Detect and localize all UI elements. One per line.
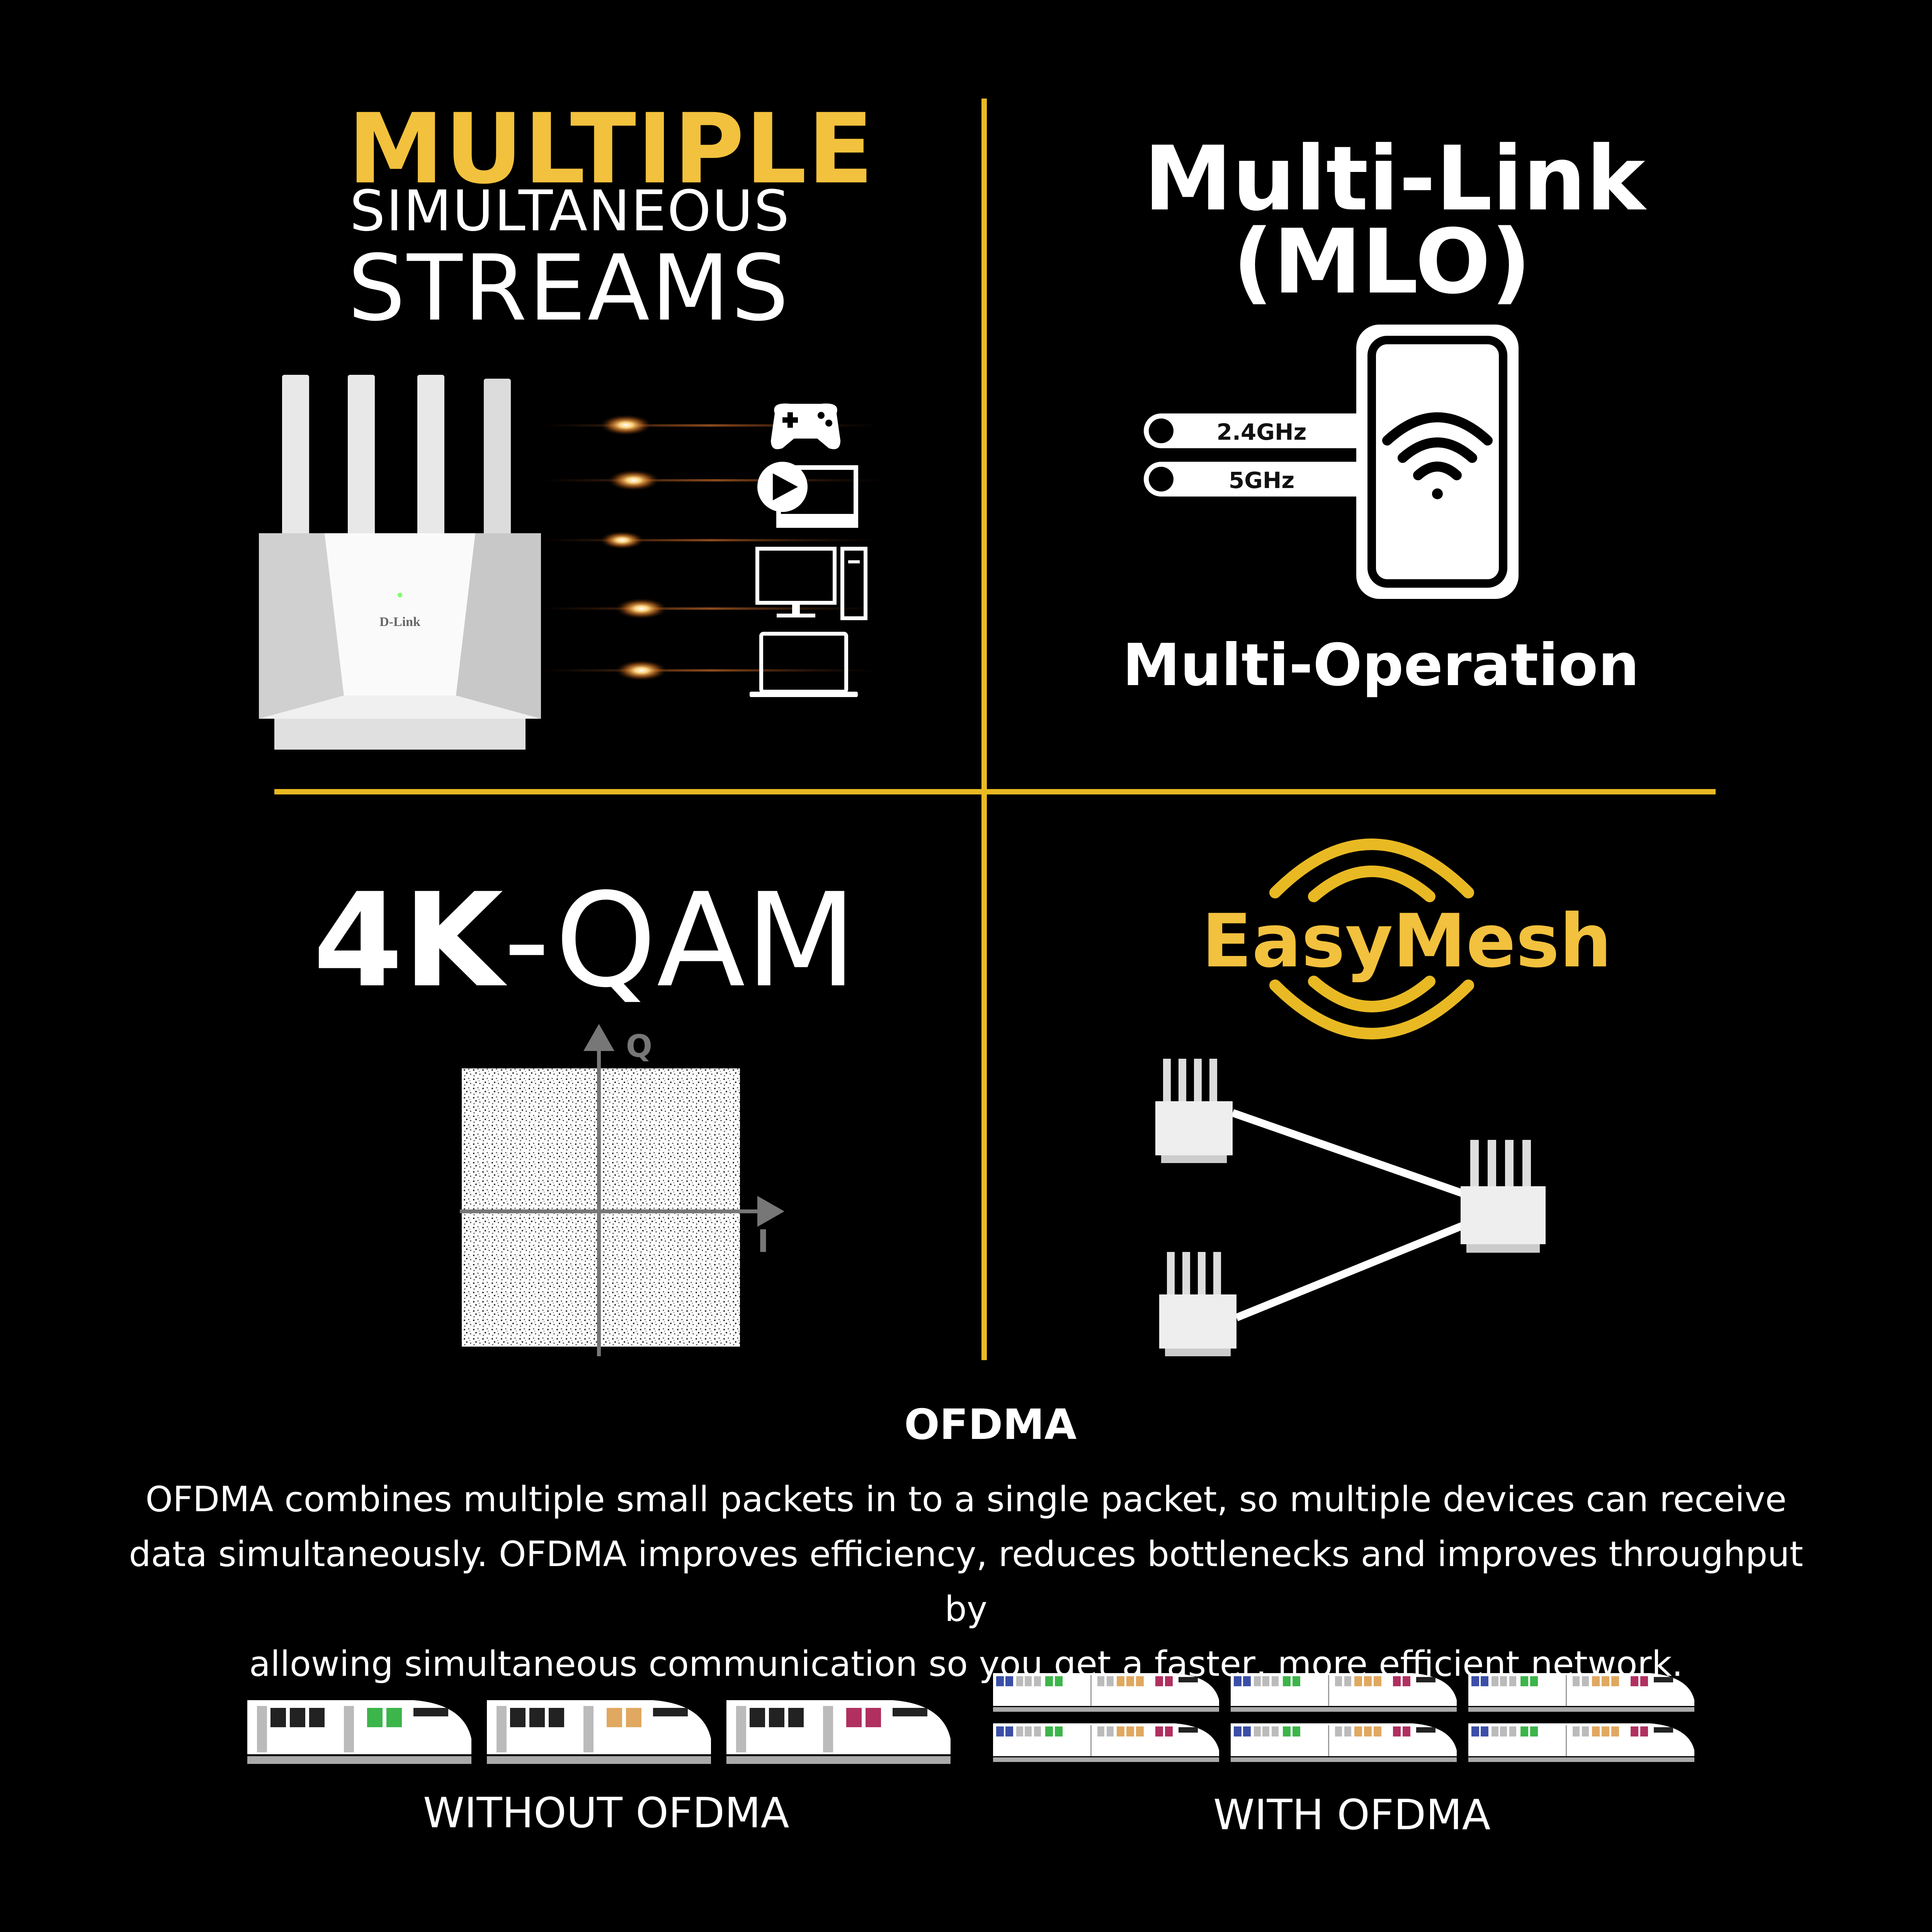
train-green (247, 1700, 471, 1764)
gamepad-icon (771, 403, 840, 449)
mesh-router-bottom (1159, 1252, 1236, 1356)
mlo-title-line2: (MLO) (1233, 211, 1531, 314)
arc-inner-top (1308, 866, 1435, 902)
band-5ghz-label: 5GHz (1229, 467, 1294, 493)
mesh-network-graphic (1155, 1059, 1546, 1356)
axis-q-label: Q (626, 1028, 652, 1064)
train-orange (487, 1700, 711, 1764)
qam-title-bold: 4K (313, 866, 503, 1016)
mlo-device-graphic: 2.4GHz 5GHz (1144, 325, 1519, 599)
multiple-heading: MULTIPLE (348, 93, 874, 205)
ofdma-train-3 (1468, 1673, 1694, 1712)
easymesh-arcs (1269, 838, 1474, 1039)
router-brand: D-Link (379, 615, 420, 629)
without-ofdma-label: WITHOUT OFDMA (423, 1789, 789, 1837)
trains-with-ofdma (993, 1673, 1694, 1762)
qam-constellation: Q I (460, 1024, 784, 1356)
ofdma-train-6 (1468, 1723, 1694, 1762)
band-2-4ghz-label: 2.4GHz (1217, 419, 1307, 445)
video-icon (757, 462, 858, 528)
horizontal-divider (274, 789, 1716, 794)
streams-heading: STREAMS (348, 236, 791, 341)
arc-outer-top (1269, 838, 1474, 898)
arc-outer-bottom (1269, 980, 1474, 1039)
easymesh-title: EasyMesh (1202, 898, 1612, 984)
mesh-links (1231, 1109, 1466, 1321)
qam-axes (460, 1024, 784, 1356)
ofdma-line-3: allowing simultaneous communication so y… (249, 1644, 1683, 1684)
laptop-icon (750, 632, 858, 697)
ofdma-title: OFDMA (904, 1401, 1077, 1449)
simultaneous-heading: SIMULTANEOUS (350, 179, 790, 244)
mesh-router-top (1155, 1059, 1233, 1163)
desktop-icon (755, 547, 867, 620)
ofdma-line-1: OFDMA combines multiple small packets in… (145, 1479, 1787, 1520)
axis-i-label: I (757, 1223, 769, 1259)
stream-beams (541, 414, 889, 681)
ofdma-train-1 (993, 1673, 1219, 1712)
multi-operation-label: Multi-Operation (1122, 632, 1639, 699)
with-ofdma-label: WITH OFDMA (1213, 1791, 1491, 1839)
wifi-icon (1382, 412, 1493, 499)
band-pills (1144, 413, 1376, 497)
ofdma-description: OFDMA combines multiple small packets in… (116, 1472, 1816, 1692)
trains-without-ofdma (247, 1700, 951, 1764)
ofdma-line-2: data simultaneously. OFDMA improves effi… (129, 1534, 1803, 1629)
qam-title-rest: -QAM (503, 866, 857, 1016)
ofdma-train-5 (1231, 1723, 1457, 1762)
mesh-router-main (1461, 1140, 1546, 1253)
ofdma-train-4 (993, 1723, 1219, 1762)
ofdma-train-2 (1231, 1673, 1457, 1712)
mlo-title-line1: Multi-Link (1144, 128, 1645, 231)
train-magenta (726, 1700, 951, 1764)
qam-title: 4K-QAM (313, 866, 857, 1016)
arc-inner-bottom (1308, 976, 1435, 1012)
vertical-divider (981, 99, 987, 1360)
router-streams-graphic: D-Link (259, 375, 889, 750)
router-image: D-Link (259, 375, 541, 750)
